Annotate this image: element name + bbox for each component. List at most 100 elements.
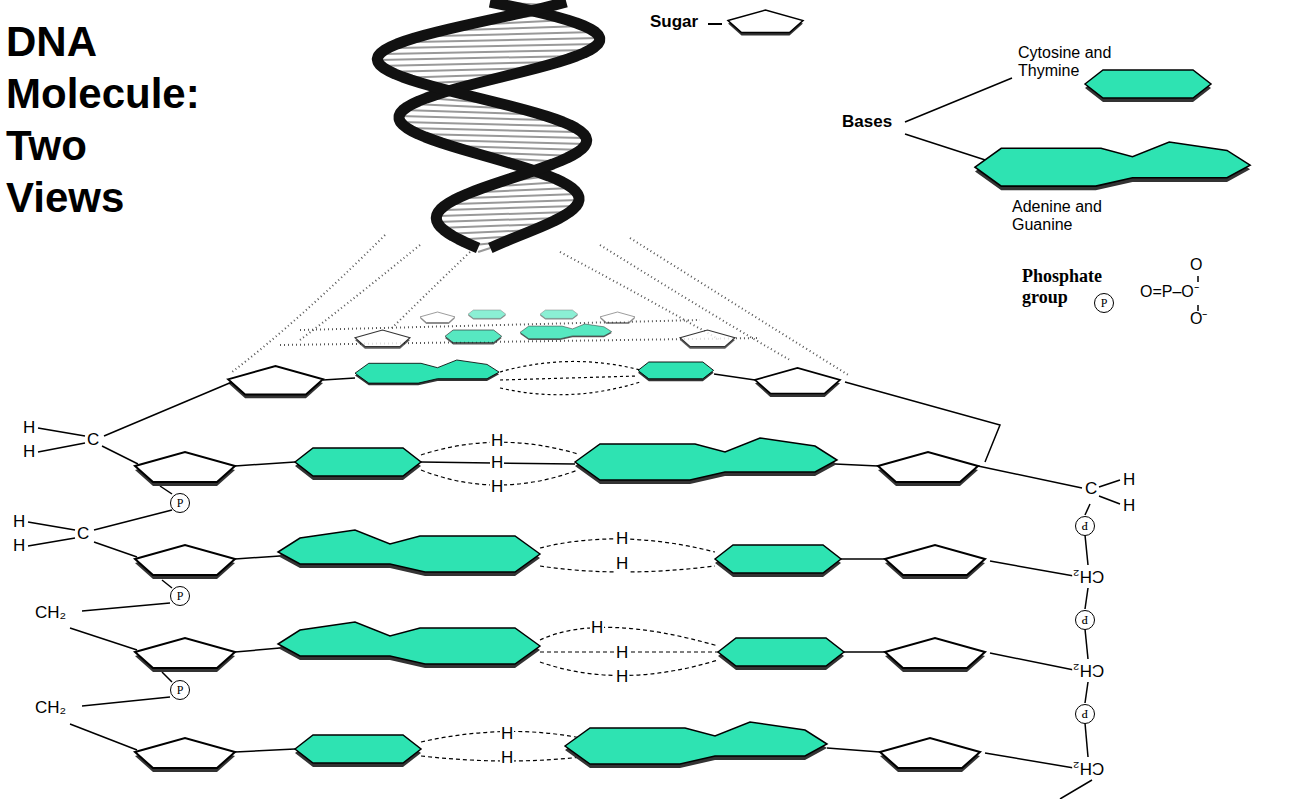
drawing-stroke bbox=[445, 330, 502, 344]
drawing-stroke bbox=[235, 556, 280, 559]
phosphate-symbol: P bbox=[1075, 516, 1095, 536]
drawing-stroke bbox=[905, 78, 1012, 122]
helix-rung bbox=[397, 44, 598, 48]
drawing-stroke bbox=[355, 330, 410, 349]
drawing-stroke bbox=[228, 366, 323, 398]
diagram-title: DNA Molecule: Two Views bbox=[6, 16, 211, 224]
drawing-stroke bbox=[1085, 723, 1088, 757]
drawing-stroke bbox=[1085, 682, 1088, 703]
drawing-stroke bbox=[28, 538, 75, 546]
drawing-stroke bbox=[975, 142, 1250, 190]
drawing-stroke bbox=[827, 748, 880, 752]
drawing-stroke bbox=[160, 486, 172, 494]
drawing-stroke bbox=[565, 722, 827, 768]
helix-unwind-stipple bbox=[232, 235, 850, 376]
drawing-stroke bbox=[135, 545, 235, 579]
helix-rung bbox=[454, 200, 579, 204]
drawing-stroke bbox=[990, 561, 1074, 576]
atom-label: H bbox=[590, 618, 604, 638]
atom-label: H bbox=[12, 536, 26, 556]
atom-label: C bbox=[1084, 479, 1098, 499]
drawing-stroke bbox=[82, 603, 170, 611]
atom-label: H bbox=[615, 529, 629, 549]
atom-label: H bbox=[490, 477, 504, 497]
drawing-stroke bbox=[500, 361, 640, 372]
drawing-stroke bbox=[540, 310, 578, 320]
drawing-stroke bbox=[278, 622, 540, 668]
drawing-stroke bbox=[135, 452, 235, 486]
key-label: Adenine and Guanine bbox=[1012, 198, 1130, 235]
key-label: Sugar bbox=[650, 12, 698, 32]
drawing-stroke bbox=[355, 360, 499, 385]
drawing-stroke bbox=[421, 442, 718, 761]
drawing-stroke bbox=[520, 324, 612, 340]
atom-label: H bbox=[490, 431, 504, 451]
drawing-stroke bbox=[104, 382, 232, 436]
key-label: O bbox=[1190, 256, 1202, 274]
drawing-stroke bbox=[1085, 535, 1088, 565]
drawing-stroke bbox=[323, 374, 755, 380]
helix-rung bbox=[378, 56, 576, 60]
drawing-stroke bbox=[102, 446, 138, 464]
drawing-stroke bbox=[500, 376, 638, 380]
drawing-stroke bbox=[468, 310, 506, 320]
drawing-stroke bbox=[728, 10, 803, 36]
drawing-stroke bbox=[630, 238, 850, 376]
drawing-stroke bbox=[835, 464, 878, 466]
helix-rung bbox=[444, 206, 576, 210]
drawing-stroke bbox=[1197, 276, 1199, 282]
drawing-stroke bbox=[355, 324, 735, 349]
helix-rung bbox=[478, 248, 490, 252]
atom-label: C bbox=[86, 430, 100, 450]
drawing-stroke bbox=[600, 245, 790, 360]
phosphate-symbol: P bbox=[170, 493, 190, 513]
drawing-stroke bbox=[990, 653, 1074, 670]
drawing-stroke bbox=[708, 23, 722, 25]
drawing-stroke bbox=[880, 738, 980, 772]
double-helix bbox=[377, 2, 599, 252]
upper-base-pairs bbox=[228, 310, 840, 398]
drawing-stroke bbox=[323, 378, 355, 380]
drawing-stroke bbox=[715, 545, 841, 577]
drawing-stroke bbox=[878, 452, 978, 486]
drawing-stroke bbox=[600, 312, 635, 324]
drawing-stroke bbox=[28, 522, 75, 530]
drawing-stroke bbox=[755, 368, 840, 397]
key-label: Cytosine and Thymine bbox=[1018, 44, 1158, 81]
helix-rung bbox=[415, 38, 600, 42]
atom-label: H bbox=[615, 643, 629, 663]
drawing-stroke bbox=[278, 530, 540, 576]
drawing-stroke bbox=[420, 310, 635, 324]
drawing-stroke bbox=[135, 738, 235, 772]
drawing-stroke bbox=[295, 448, 421, 480]
drawing-stroke bbox=[232, 235, 385, 372]
drawing-stroke bbox=[1099, 496, 1120, 504]
drawing-stroke bbox=[38, 443, 85, 452]
drawing-stroke bbox=[300, 245, 420, 340]
drawing-stroke bbox=[1060, 780, 1092, 799]
drawing-stroke bbox=[841, 558, 885, 560]
atom-label: H bbox=[490, 453, 504, 473]
drawing-stroke bbox=[70, 724, 137, 750]
phosphate-symbol: P bbox=[1075, 704, 1095, 724]
drawing-stroke bbox=[978, 466, 1082, 488]
helix-rung bbox=[418, 134, 584, 138]
atom-label: H bbox=[22, 418, 36, 438]
atom-label: CH₂ bbox=[34, 603, 67, 623]
phosphate-symbol: P bbox=[170, 586, 190, 606]
drawing-stroke bbox=[94, 510, 172, 530]
drawing-stroke bbox=[135, 638, 235, 672]
atom-label: H bbox=[22, 442, 36, 462]
shape-key bbox=[708, 10, 1250, 311]
helix-rung bbox=[467, 194, 578, 198]
atom-label: CH₂ bbox=[1072, 566, 1105, 586]
drawing-stroke bbox=[235, 749, 295, 752]
atom-label: CH₂ bbox=[34, 698, 67, 718]
atom-label: H bbox=[615, 667, 629, 687]
helix-rung bbox=[385, 50, 590, 54]
drawing-stroke bbox=[844, 651, 885, 653]
atom-label: CH₂ bbox=[1072, 758, 1105, 778]
atom-label: H bbox=[500, 748, 514, 768]
key-label: O=P–O⁻ bbox=[1140, 283, 1199, 301]
